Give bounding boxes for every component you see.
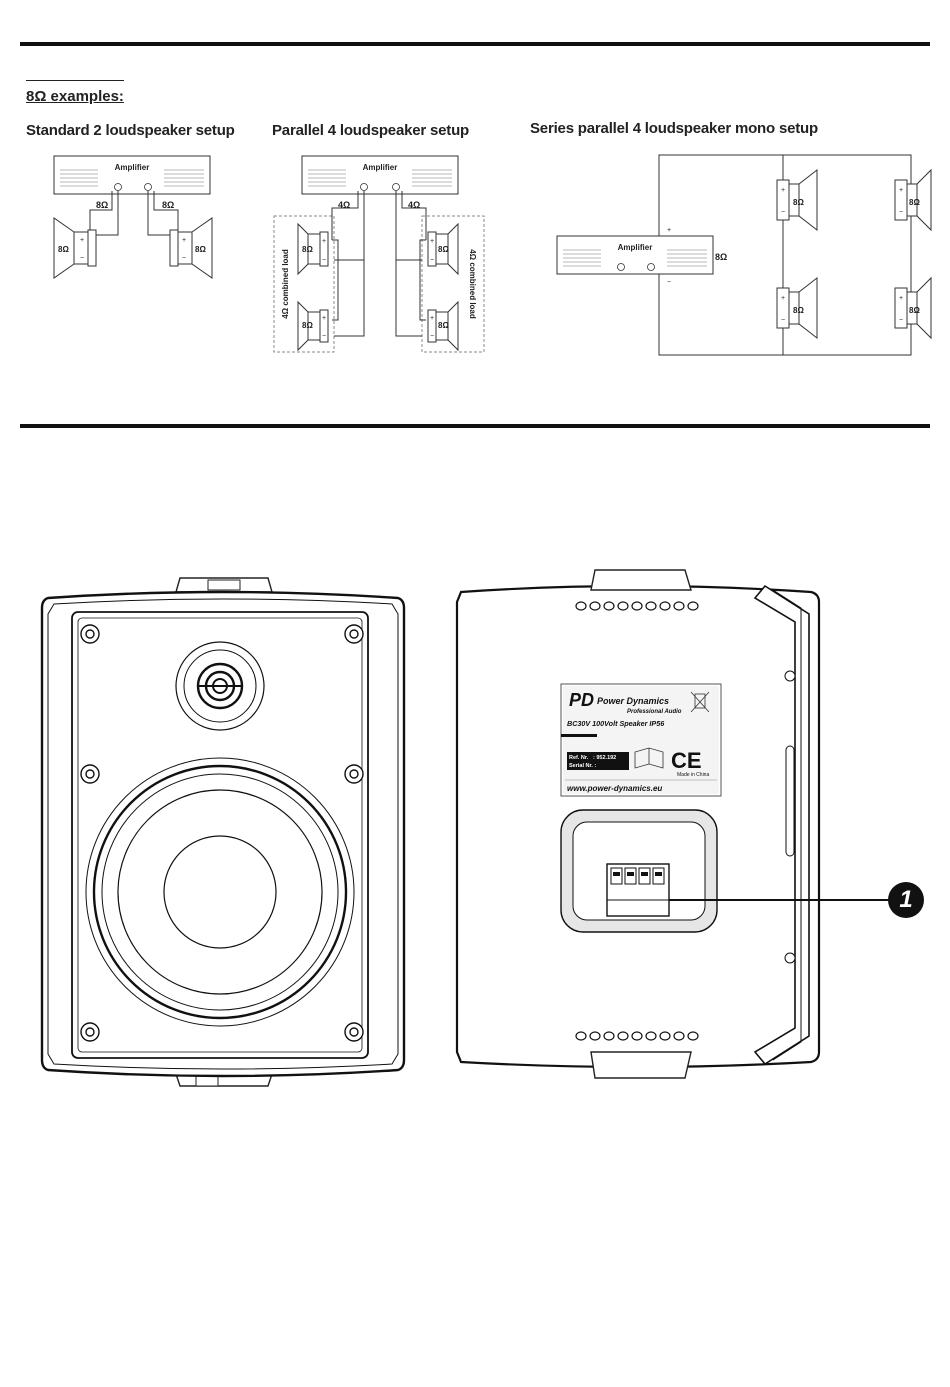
imp-right: 8Ω: [162, 200, 174, 210]
speaker-bottom-left: 8Ω + −: [297, 300, 329, 352]
svg-text:8Ω: 8Ω: [793, 198, 804, 207]
svg-text:−: −: [781, 209, 785, 216]
section-title-overline: [26, 80, 124, 81]
screws: [80, 624, 364, 1042]
svg-text:8Ω: 8Ω: [909, 198, 920, 207]
svg-text:−: −: [322, 257, 326, 264]
speaker-top-right: 8Ω + −: [427, 222, 459, 276]
mount-keyholes: [784, 670, 796, 964]
svg-text:−: −: [182, 255, 186, 262]
label-plate: PD Power Dynamics Professional Audio BC3…: [560, 683, 722, 797]
standard-setup-title: Standard 2 loudspeaker setup: [26, 122, 235, 139]
weee-bin-icon: [690, 691, 710, 713]
svg-text:+: +: [899, 187, 903, 194]
svg-text:+: +: [899, 295, 903, 302]
label-serial: Serial Nr. :: [569, 763, 596, 769]
amplifier-box: Amplifier: [556, 235, 714, 275]
brand-logo: PD: [569, 690, 594, 710]
svg-text:Amplifier: Amplifier: [363, 163, 398, 172]
svg-text:−: −: [899, 209, 903, 216]
label-ref-value: : 952.192: [593, 755, 616, 761]
svg-text:+: +: [781, 295, 785, 302]
speaker-front-view: [40, 577, 406, 1087]
svg-text:+: +: [322, 315, 326, 322]
amplifier-box: Amplifier: [301, 155, 459, 195]
load-right-label: 4Ω combined load: [468, 249, 477, 319]
svg-text:8Ω: 8Ω: [909, 306, 920, 315]
tweeter: [175, 641, 265, 731]
svg-text:+: +: [182, 237, 186, 244]
speaker-top-left: 8Ω + −: [297, 222, 329, 276]
callout-marker: 1: [888, 882, 924, 918]
speaker-left: 8Ω + −: [53, 217, 97, 279]
woofer: [85, 757, 355, 1027]
speaker-terminal-block: [606, 863, 670, 917]
vent-holes-bottom: [575, 1031, 699, 1041]
svg-text:−: −: [80, 255, 84, 262]
svg-text:+: +: [781, 187, 785, 194]
speaker-4: + − 8Ω: [894, 276, 932, 340]
svg-text:8Ω: 8Ω: [793, 306, 804, 315]
label-subbrand: Professional Audio: [627, 709, 682, 715]
ce-mark: CE: [671, 748, 702, 773]
svg-text:−: −: [322, 333, 326, 340]
label-model: BC30V 100Volt Speaker IP56: [567, 719, 665, 728]
speaker-1: + − 8Ω: [776, 168, 818, 232]
top-rule: [20, 42, 930, 46]
svg-text:8Ω: 8Ω: [58, 245, 69, 254]
svg-text:−: −: [430, 257, 434, 264]
speaker-right: 8Ω + −: [169, 217, 213, 279]
svg-text:4Ω: 4Ω: [338, 200, 350, 210]
speaker-2: + − 8Ω: [776, 276, 818, 340]
svg-text:8Ω: 8Ω: [438, 321, 449, 330]
standard-setup-diagram: Amplifier 8Ω 8Ω 8Ω + − 8Ω + −: [53, 155, 213, 279]
svg-text:−: −: [899, 317, 903, 324]
svg-text:4Ω: 4Ω: [408, 200, 420, 210]
amp-label: Amplifier: [115, 163, 150, 172]
svg-text:+: +: [430, 238, 434, 245]
svg-text:8Ω: 8Ω: [438, 245, 449, 254]
svg-text:−: −: [430, 333, 434, 340]
speaker-3: + − 8Ω: [894, 168, 932, 232]
callout-number: 1: [899, 886, 913, 913]
svg-text:8Ω: 8Ω: [302, 321, 313, 330]
parallel-setup-title: Parallel 4 loudspeaker setup: [272, 122, 469, 139]
svg-text:8Ω: 8Ω: [195, 245, 206, 254]
middle-rule: [20, 424, 930, 428]
series-imp-label: 8Ω: [715, 252, 727, 262]
svg-text:+: +: [80, 237, 84, 244]
svg-text:Amplifier: Amplifier: [618, 243, 653, 252]
amplifier-box: Amplifier: [53, 155, 211, 195]
series-parallel-setup-title: Series parallel 4 loudspeaker mono setup: [530, 120, 818, 137]
imp-left: 8Ω: [96, 200, 108, 210]
load-left-label: 4Ω combined load: [281, 249, 290, 319]
svg-text:8Ω: 8Ω: [302, 245, 313, 254]
svg-text:+: +: [322, 238, 326, 245]
svg-text:+: +: [667, 227, 671, 234]
label-made-in: Made in China: [677, 772, 709, 778]
series-parallel-setup-diagram: Amplifier + − 8Ω + − 8Ω + − 8Ω + − 8Ω + …: [556, 154, 932, 356]
label-brand: Power Dynamics: [597, 696, 669, 706]
section-title: 8Ω examples:: [26, 88, 124, 105]
svg-text:+: +: [430, 315, 434, 322]
speaker-bottom-right: 8Ω + −: [427, 300, 459, 352]
label-website: www.power-dynamics.eu: [567, 784, 662, 793]
vent-holes-top: [575, 601, 699, 611]
svg-text:−: −: [667, 279, 671, 286]
manual-icon: [634, 747, 664, 769]
parallel-setup-diagram: Amplifier 4Ω combined load 4Ω combined l…: [273, 155, 485, 353]
label-ref-label: Ref. Nr.: [569, 755, 589, 761]
speaker-back-view: PD Power Dynamics Professional Audio BC3…: [455, 569, 889, 1079]
svg-text:−: −: [781, 317, 785, 324]
